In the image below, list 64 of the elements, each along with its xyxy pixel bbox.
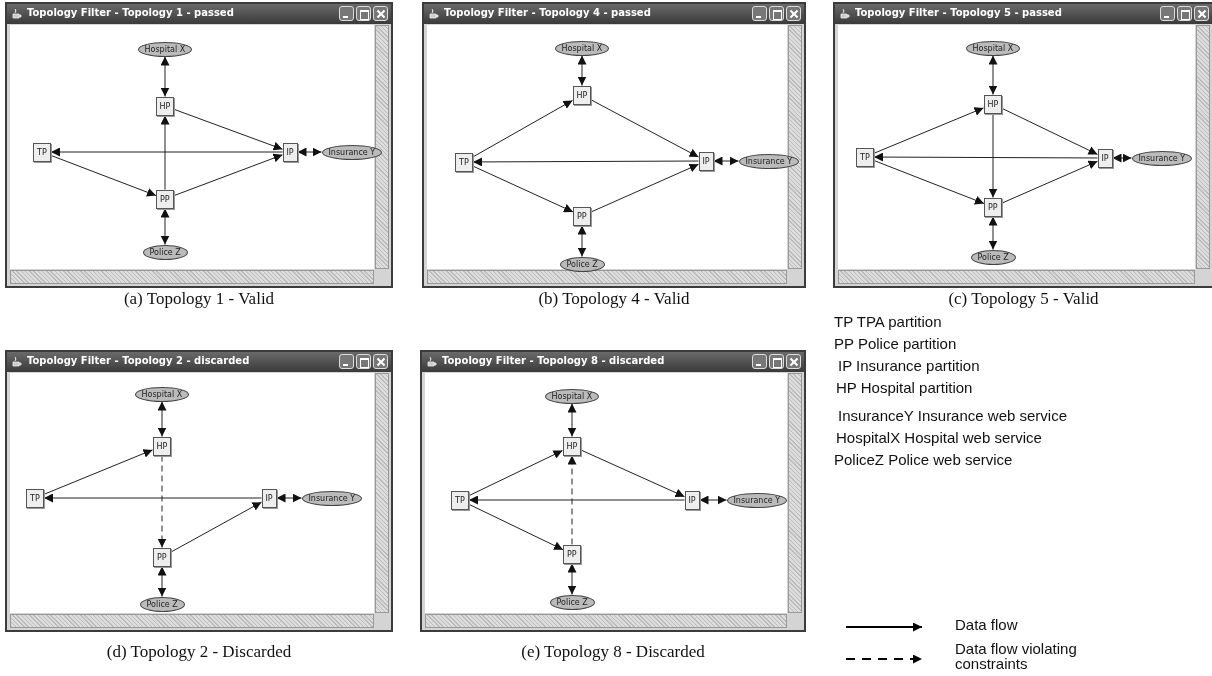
arrow (581, 449, 685, 498)
legend-text: Data flow (955, 617, 1019, 632)
arrow (472, 99, 573, 158)
application-window (422, 2, 806, 288)
legend-abbreviation: InsuranceY Insurance web service (838, 407, 1067, 424)
arrow (472, 165, 574, 213)
legend-abbreviation: PoliceZ Police web service (834, 451, 1013, 468)
figure-caption: (e) Topology 8 - Discarded (521, 642, 705, 662)
application-window (5, 2, 393, 288)
arrow (577, 55, 587, 86)
arrow (43, 449, 153, 495)
figure-caption: (a) Topology 1 - Valid (123, 289, 275, 309)
legend-abbreviation: IP Insurance partition (838, 357, 980, 374)
arrow (873, 160, 985, 205)
arrow (297, 147, 322, 157)
arrow (174, 109, 283, 151)
figure-caption: (c) Topology 5 - Valid (948, 289, 1099, 309)
arrow (1002, 108, 1098, 155)
window-title: Topology Filter - Topology 1 - passed (27, 7, 234, 18)
arrow (713, 156, 739, 166)
arrow (567, 403, 577, 437)
legend-abbreviation: HospitalX Hospital web service (836, 429, 1042, 446)
arrow (567, 563, 577, 595)
arrow (988, 216, 998, 250)
arrow (43, 493, 262, 503)
window-title: Topology Filter - Topology 8 - discarded (442, 355, 665, 366)
application-window (420, 350, 806, 632)
application-window (5, 350, 393, 632)
dashed-arrow (157, 455, 167, 548)
dashed-arrow (567, 455, 577, 545)
arrow (1112, 153, 1132, 163)
arrow (160, 208, 170, 245)
arrow (160, 115, 170, 190)
arrow (591, 99, 699, 158)
application-window (833, 2, 1212, 288)
arrow (699, 495, 727, 505)
figure-caption: (b) Topology 4 - Valid (538, 289, 690, 309)
arrow (276, 493, 302, 503)
figure-caption: (d) Topology 2 - Discarded (106, 642, 292, 662)
arrow (590, 163, 699, 213)
legend-abbreviation: HP Hospital partition (836, 379, 973, 396)
arrow (873, 107, 984, 154)
window-title: Topology Filter - Topology 5 - passed (855, 7, 1062, 18)
arrow (50, 154, 157, 197)
arrow (988, 55, 998, 95)
arrow (160, 56, 170, 97)
arrow (157, 401, 167, 437)
legend-abbreviation: TP TPA partition (834, 313, 942, 330)
window-title: Topology Filter - Topology 2 - discarded (27, 355, 250, 366)
arrow (468, 503, 564, 551)
arrow (472, 157, 699, 167)
legend-text: Data flow violating constraints (955, 641, 1078, 671)
arrow (50, 147, 283, 157)
arrow (577, 225, 587, 257)
arrow (173, 153, 283, 197)
arrow (873, 152, 1098, 162)
arrow (988, 113, 998, 198)
arrow (1001, 160, 1098, 204)
arrow (157, 566, 167, 597)
legend-abbreviation: PP Police partition (834, 335, 957, 352)
arrow (468, 495, 685, 505)
arrow (468, 450, 563, 497)
arrow (170, 501, 262, 553)
window-title: Topology Filter - Topology 4 - passed (444, 7, 651, 18)
